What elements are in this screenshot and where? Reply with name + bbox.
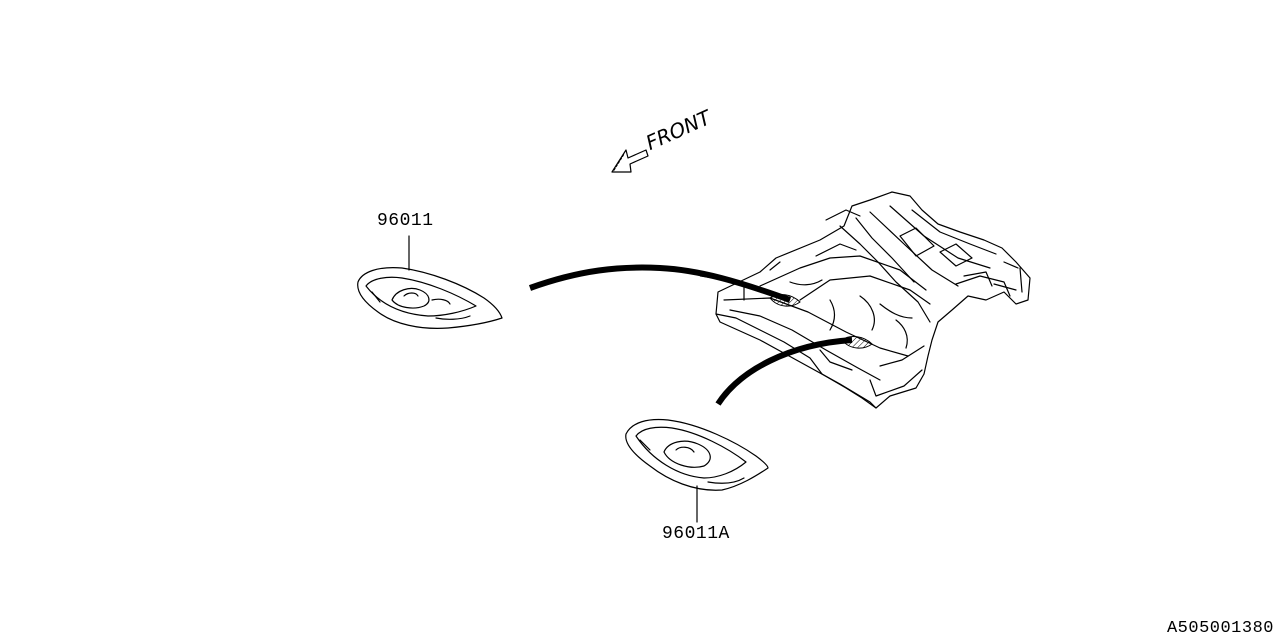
part-number-label: 96011A	[662, 524, 730, 544]
part-number-label: 96011	[377, 211, 434, 231]
leader-line-96011a	[715, 337, 853, 406]
pad-location-lower	[841, 336, 873, 349]
pad-location-upper	[769, 294, 801, 307]
diagram-reference-code: A505001380	[1166, 619, 1274, 638]
front-arrow-icon	[611, 149, 649, 173]
part-96011a-pad	[625, 418, 769, 523]
leader-line-96011	[528, 264, 792, 303]
part-96011-pad	[357, 235, 503, 329]
floor-pan-assembly	[715, 191, 1031, 409]
